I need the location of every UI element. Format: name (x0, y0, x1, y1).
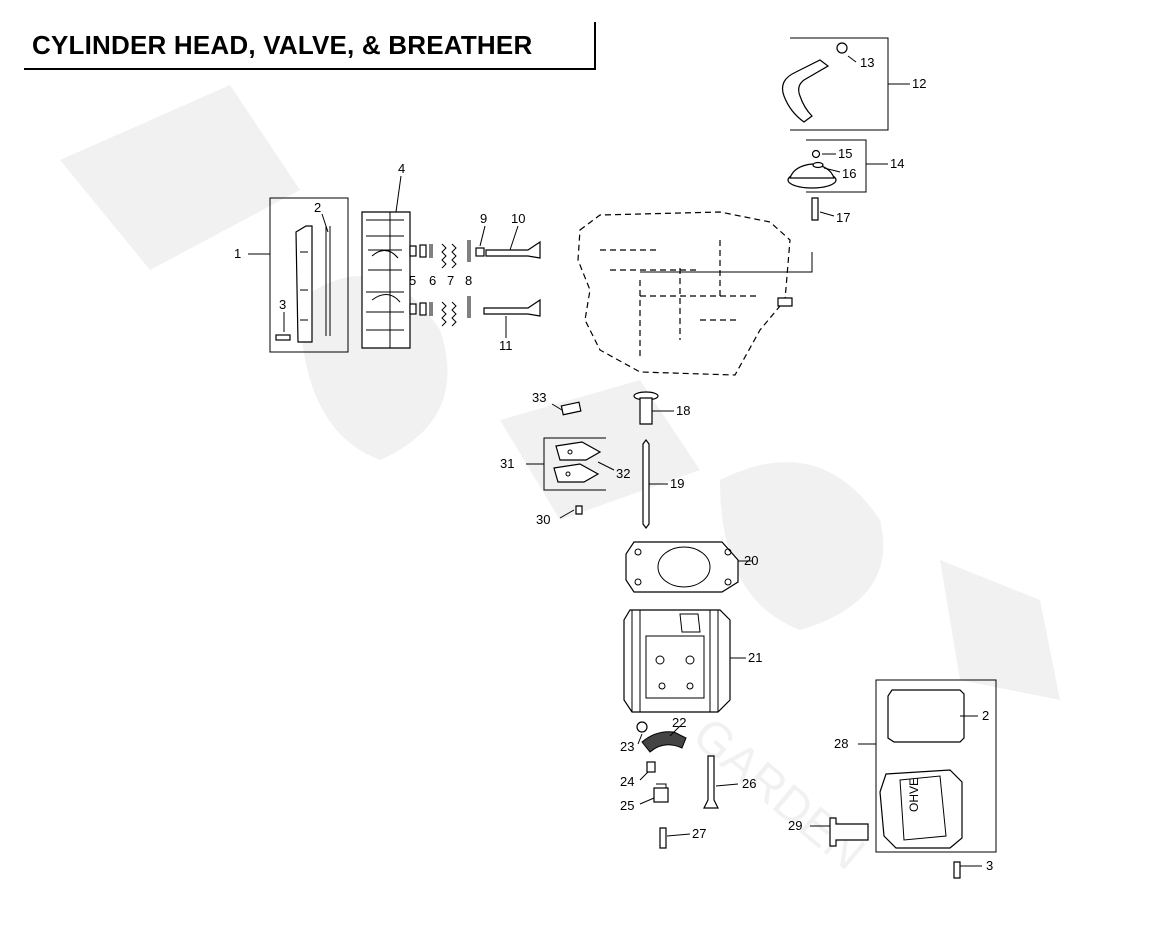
callout-17: 17 (836, 210, 850, 225)
callout-27: 27 (692, 826, 706, 841)
rocker-hardware (636, 721, 739, 849)
callout-2: 2 (314, 200, 321, 215)
breather-reed-group (526, 401, 615, 519)
engine-block-outline (577, 211, 813, 376)
callout-29: 29 (788, 818, 802, 833)
callout-31: 31 (500, 456, 514, 471)
watermark-logo: GARDEN (60, 85, 1060, 880)
callout-33: 33 (532, 390, 546, 405)
callout-15: 15 (838, 146, 852, 161)
callout-28: 28 (834, 736, 848, 751)
callout-30: 30 (536, 512, 550, 527)
callout-5: 5 (409, 273, 416, 288)
breather-cover-group (787, 139, 888, 221)
svg-text:OHVE: OHVE (907, 778, 921, 812)
valve-cover-group: OHVE (810, 679, 997, 879)
callout-13: 13 (860, 55, 874, 70)
callout-26: 26 (742, 776, 756, 791)
callout-19: 19 (670, 476, 684, 491)
cylinder-head (623, 609, 746, 713)
callout-14: 14 (890, 156, 904, 171)
lifter-pushrod (633, 391, 674, 529)
callout-25: 25 (620, 798, 634, 813)
rocker-cover-group (248, 197, 349, 353)
page-title: CYLINDER HEAD, VALVE, & BREATHER (32, 30, 533, 60)
callout-24: 24 (620, 774, 634, 789)
callout-12: 12 (912, 76, 926, 91)
callout-9: 9 (480, 211, 487, 226)
breather-hose-group (781, 37, 910, 131)
callout-10: 10 (511, 211, 525, 226)
head-gasket (625, 541, 752, 593)
valve-train (409, 225, 541, 338)
callout-23: 23 (620, 739, 634, 754)
cylinder-head-side (361, 175, 411, 349)
title-frame: CYLINDER HEAD, VALVE, & BREATHER (24, 22, 596, 70)
callout-22: 22 (672, 715, 686, 730)
callout-4: 4 (398, 161, 405, 176)
callout-11: 11 (499, 338, 513, 353)
callout-7: 7 (447, 273, 454, 288)
callout-32: 32 (616, 466, 630, 481)
callout-8: 8 (465, 273, 472, 288)
callout-3b: 3 (986, 858, 993, 873)
callout-3: 3 (279, 297, 286, 312)
callout-18: 18 (676, 403, 690, 418)
callout-2b: 2 (982, 708, 989, 723)
callout-6: 6 (429, 273, 436, 288)
callout-16: 16 (842, 166, 856, 181)
callout-21: 21 (748, 650, 762, 665)
callout-20: 20 (744, 553, 758, 568)
callout-1: 1 (234, 246, 241, 261)
